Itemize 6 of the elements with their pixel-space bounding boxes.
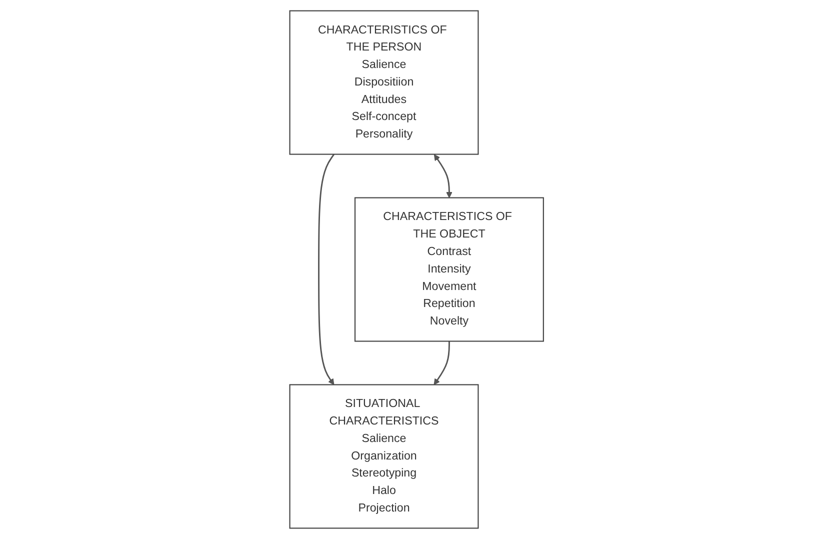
arrow — [434, 341, 450, 385]
node-box: CHARACTERISTICS OF THE PERSON Salience Dispositiion Attitudes Self-concept Personality — [289, 10, 479, 155]
arrow — [434, 154, 452, 198]
arrow — [318, 154, 334, 385]
node-box: CHARACTERISTICS OF THE OBJECT Contrast Intensity Movement Repetition Novelty — [354, 197, 544, 342]
node-box: SITUATIONAL CHARACTERISTICS Salience Organization Stereotyping Halo Projection — [289, 384, 479, 529]
